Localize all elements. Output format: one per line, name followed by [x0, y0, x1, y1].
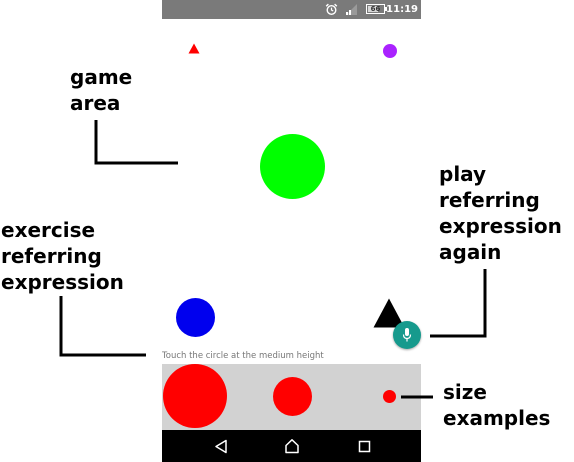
- size-examples-strip: [162, 364, 421, 430]
- recents-square-icon[interactable]: [358, 440, 371, 453]
- size-example-large-circle: [163, 364, 227, 428]
- play-again-connector: [430, 269, 487, 338]
- battery-percentage: 66: [370, 5, 381, 13]
- instruction-bar: Touch the circle at the medium height: [162, 349, 421, 364]
- annotation-play-again-line2: referring: [439, 188, 540, 212]
- alarm-clock-icon: [325, 3, 338, 16]
- annotation-play-again-line4: again: [439, 240, 502, 264]
- annotation-game-area-line1: game: [70, 65, 133, 89]
- status-time: 11:19: [386, 4, 418, 15]
- annotation-play-again: play referring expression again: [439, 161, 562, 265]
- size-example-small-circle: [383, 390, 396, 403]
- play-again-button[interactable]: [393, 321, 421, 349]
- annotation-play-again-line3: expression: [439, 214, 562, 238]
- annotation-exercise-line3: expression: [1, 270, 124, 294]
- annotation-exercise: exercise referring expression: [1, 217, 124, 295]
- exercise-connector: [59, 296, 146, 357]
- game-area-connector: [94, 120, 178, 165]
- back-triangle-icon[interactable]: [214, 439, 228, 454]
- medium-blue-circle[interactable]: [176, 298, 215, 337]
- phone-screen: 66 11:19 Touch the circle at the medium …: [162, 0, 421, 462]
- annotation-game-area-line2: area: [70, 91, 121, 115]
- navigation-bar: [162, 430, 421, 462]
- signal-icon: [346, 4, 357, 15]
- battery-tip: [385, 7, 387, 11]
- annotation-play-again-line1: play: [439, 162, 487, 186]
- game-area[interactable]: [162, 19, 421, 349]
- annotation-exercise-line2: referring: [1, 244, 102, 268]
- annotation-exercise-line1: exercise: [1, 218, 96, 242]
- status-bar: 66 11:19: [162, 0, 421, 19]
- large-green-circle[interactable]: [260, 134, 325, 199]
- small-purple-circle[interactable]: [383, 44, 397, 58]
- battery-indicator: 66: [366, 4, 385, 14]
- home-icon[interactable]: [284, 438, 300, 454]
- annotation-game-area: game area: [70, 64, 132, 116]
- microphone-icon: [402, 328, 412, 342]
- battery-fill: [368, 6, 378, 12]
- small-red-triangle[interactable]: [188, 43, 200, 54]
- annotation-size-examples-line1: size: [443, 380, 487, 404]
- instruction-text: Touch the circle at the medium height: [162, 351, 324, 361]
- annotation-size-examples-line2: examples: [443, 406, 551, 430]
- size-example-medium-circle: [273, 377, 312, 416]
- medium-black-triangle[interactable]: [373, 298, 405, 328]
- annotation-size-examples: size examples: [443, 379, 550, 431]
